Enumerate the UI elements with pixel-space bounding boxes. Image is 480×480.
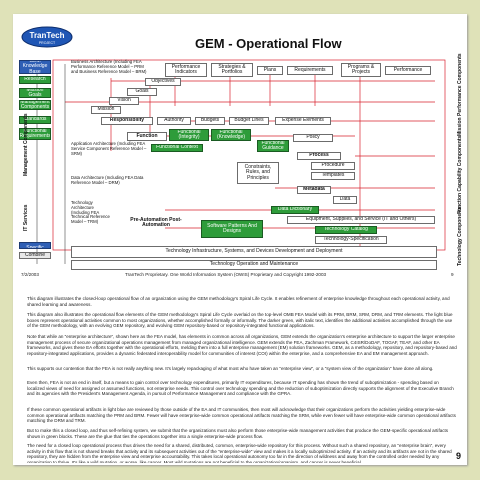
svg-text:PROJECT: PROJECT bbox=[39, 41, 56, 45]
constraints-rules-box: Constraints, Rules, and Principles bbox=[237, 162, 279, 184]
functional-knowledge-box: Functional (Knowledge) bbox=[211, 129, 251, 141]
paragraph-3: Note that while an "enterprise architect… bbox=[27, 334, 457, 356]
svg-text:TranTech: TranTech bbox=[30, 31, 65, 40]
data-dictionary-box: Data Dictionary bbox=[271, 206, 319, 214]
templates-box: Templates bbox=[311, 172, 355, 180]
trantech-logo: TranTech PROJECT bbox=[21, 26, 73, 48]
mission-goals-box: Mission Goals bbox=[19, 88, 51, 98]
technology-infrastructure-box: Technology Infrastructure, Systems, and … bbox=[71, 246, 437, 258]
application-architecture-text: Application Architecture (Including FEA … bbox=[71, 141, 147, 156]
software-patterns-box: Software Patterns And Designs bbox=[201, 220, 263, 238]
performance-indicators-box: Performance Indicators bbox=[165, 63, 207, 77]
vision-box: Vision bbox=[109, 97, 139, 105]
equipment-box: Equipment, Supplies, and Service (IT and… bbox=[287, 216, 435, 224]
technology-catalog-box: Technology Catalog bbox=[315, 226, 377, 234]
requirements-box: Requirements bbox=[287, 66, 333, 75]
functional-integrity-box: Functional (Integrity) bbox=[169, 129, 209, 141]
programs-projects-box: Programs & Projects bbox=[341, 63, 381, 77]
page-number: 9 bbox=[455, 451, 461, 461]
combine-box: Combine bbox=[19, 252, 51, 259]
function-box: Function bbox=[127, 132, 167, 141]
data-architecture-text: Data Architecture (Including FEA Data Re… bbox=[71, 175, 144, 185]
business-architecture-text: Business Architecture (Including FEA Per… bbox=[71, 59, 147, 74]
functional-requirements-box: Functional Requirements bbox=[19, 128, 51, 140]
paragraph-5: Even then, FEA is not an end in itself, … bbox=[27, 380, 454, 396]
footer-page: 9 bbox=[451, 272, 454, 277]
technology-operation-box: Technology Operation and Maintenance bbox=[71, 260, 437, 270]
gem-knowledge-base-box: GEM Knowledge Base bbox=[19, 60, 51, 74]
technology-specification-box: Technology-Specification bbox=[315, 236, 387, 244]
expense-elements-box: Expense Elements bbox=[275, 117, 331, 125]
research-box: Research bbox=[19, 76, 51, 84]
goals-box: Goals bbox=[127, 88, 157, 96]
technology-components-label: Technology Components bbox=[457, 206, 463, 266]
mgmt-components-box: Management Components bbox=[19, 100, 51, 110]
footer-copyright: TranTech Proprietary. One World Informat… bbox=[125, 272, 327, 277]
procedure-box: Procedure bbox=[311, 162, 355, 170]
technology-architecture-text: Technology Architecture (Including FEA T… bbox=[71, 200, 110, 225]
paragraph-7: But to make this a closed loop, and thus… bbox=[27, 428, 449, 439]
footer-date: 7/2/2003 bbox=[21, 272, 39, 277]
data-box: Data bbox=[333, 196, 357, 204]
paragraph-2: This diagram also illustrates the operat… bbox=[27, 312, 453, 328]
gem-specific-box: GEM Specific bbox=[19, 242, 51, 249]
paragraph-1: This diagram illustrates the closed-loop… bbox=[27, 296, 450, 307]
performance-box: Performance bbox=[385, 66, 431, 75]
process-box: Process bbox=[297, 152, 341, 160]
responsibility-box: Responsibility bbox=[101, 117, 153, 125]
functional-context-box: Functional Context bbox=[151, 144, 203, 152]
paragraph-4: This supports our contention that the FE… bbox=[27, 366, 434, 371]
budgets-box: Budgets bbox=[195, 117, 225, 125]
diagram-title: GEM - Operational Flow bbox=[195, 36, 342, 51]
metadata-box: Metadata bbox=[297, 186, 331, 194]
mission-box: Mission bbox=[91, 106, 121, 114]
strategies-portfolios-box: Strategies & Portfolios bbox=[211, 63, 253, 77]
paragraph-6: If these common operational artifacts in… bbox=[27, 407, 456, 423]
pre-post-automation-label: Pre-Automation Post-Automation bbox=[130, 216, 182, 228]
objectives-box: Objectives bbox=[145, 78, 181, 86]
document-page: TranTech PROJECT GEM - Operational Flow … bbox=[13, 14, 467, 465]
paragraph-8: The need for a closed loop operational p… bbox=[27, 443, 452, 463]
function-capability-label: Function Capability Components bbox=[457, 135, 463, 214]
it-services-label: IT Services bbox=[23, 204, 29, 231]
authority-box: Authority bbox=[157, 117, 191, 125]
gem-flow-diagram: TranTech PROJECT GEM - Operational Flow … bbox=[15, 16, 465, 287]
standards-box: Standards bbox=[19, 116, 51, 124]
mission-performance-label: Mission Performance Components bbox=[457, 53, 463, 136]
plans-box: Plans bbox=[257, 66, 283, 75]
policy-box: Policy bbox=[293, 134, 333, 142]
functional-guidance-box: Functional Guidance bbox=[257, 140, 289, 152]
budget-lines-box: Budget Lines bbox=[229, 117, 269, 125]
management-services-label: Management Components bbox=[23, 113, 29, 176]
